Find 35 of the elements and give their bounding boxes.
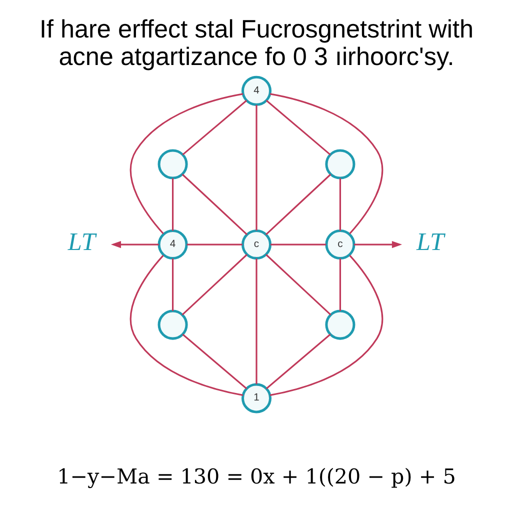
node-text: LT xyxy=(67,228,95,256)
connector xyxy=(264,174,331,236)
connector xyxy=(181,254,247,316)
connector xyxy=(129,93,243,234)
diagram-title: If hare erffect stal Fucrosgnetstrint with acne atgartizance fo 0 3 ıirhoorc'sy. xyxy=(38,16,474,72)
connector xyxy=(338,258,341,312)
node-circle: 4 xyxy=(240,76,272,106)
connector xyxy=(265,254,331,316)
connector xyxy=(265,100,330,156)
connector xyxy=(182,334,247,390)
node-circle xyxy=(324,149,355,180)
connector xyxy=(181,174,248,236)
connector xyxy=(255,104,257,230)
label: 1−y−Ma = 130 = 0x + 1((20 − p) + 5 xyxy=(56,464,456,489)
connector xyxy=(269,254,383,396)
arrow xyxy=(110,241,158,248)
connector xyxy=(269,93,383,234)
connector xyxy=(186,244,242,246)
connector xyxy=(171,258,174,312)
node-text: LT xyxy=(416,228,444,256)
node-circle: c xyxy=(240,230,272,260)
connector xyxy=(129,254,243,396)
node-circle xyxy=(157,310,188,340)
node-circle: 4 xyxy=(157,230,188,260)
connector xyxy=(255,258,257,384)
arrow xyxy=(354,241,402,248)
connector xyxy=(338,178,341,231)
connector xyxy=(182,100,247,156)
node-circle: c xyxy=(324,230,355,260)
node-circle: 1 xyxy=(240,383,272,414)
connector xyxy=(265,334,330,390)
connector xyxy=(171,178,174,231)
node-circle xyxy=(324,310,355,340)
connector xyxy=(270,244,326,246)
node-circle xyxy=(157,149,188,180)
